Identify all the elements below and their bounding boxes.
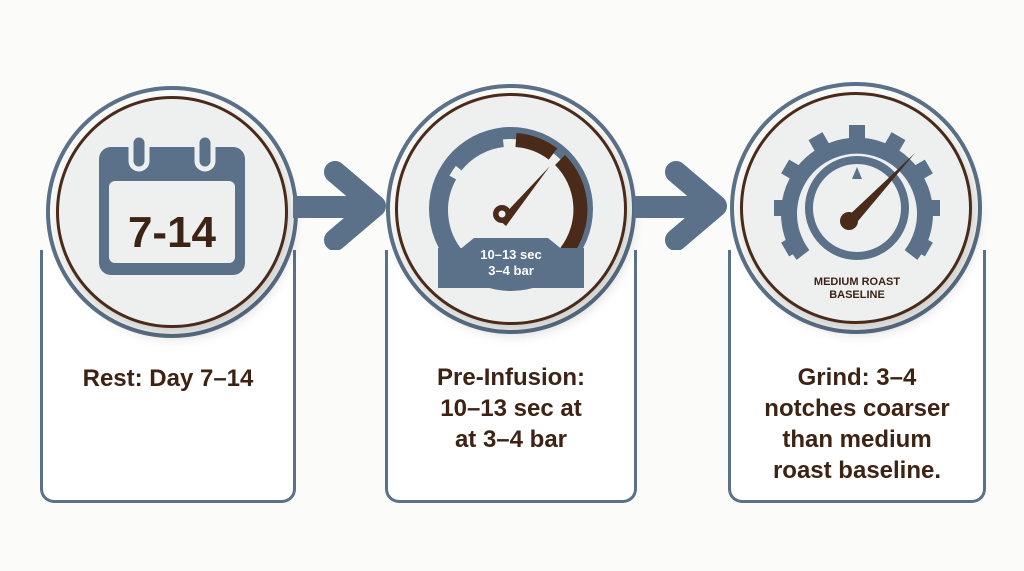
step-caption-rest: Rest: Day 7–14 [82,365,254,392]
dial-label-line2: BASELINE [829,289,885,301]
calendar-day-range: 7-14 [128,208,217,257]
step-caption-pre-infusion: Pre-Infusion: 10–13 sec at at 3–4 bar [388,362,634,455]
arrow-right-icon [293,161,386,250]
caption-line: 10–13 sec at [440,395,582,422]
caption-line: notches coarser [764,395,950,422]
dial-label-line1: MEDIUM ROAST [814,276,900,288]
arrow-right-icon [634,161,727,250]
step-disc-pre-infusion: 10–13 sec 3–4 bar [395,93,627,325]
caption-line: Grind: 3–4 [797,364,917,391]
caption-line: than medium [782,426,932,453]
calendar-icon: 7-14 [99,132,245,275]
step-disc-grind: MEDIUM ROAST BASELINE [740,92,972,324]
caption-line: roast baseline. [772,457,942,484]
grinder-dial-icon: MEDIUM ROAST BASELINE [774,125,940,301]
gauge-time-label: 10–13 sec [480,247,541,262]
caption-line: Pre-Infusion: [437,364,585,391]
step-disc-rest: 7-14 [56,96,288,328]
step-caption-grind: Grind: 3–4 notches coarser than medium r… [731,362,983,486]
pressure-gauge-icon: 10–13 sec 3–4 bar [429,127,593,291]
gauge-pressure-label: 3–4 bar [488,263,534,278]
caption-line: at 3–4 bar [454,426,568,453]
